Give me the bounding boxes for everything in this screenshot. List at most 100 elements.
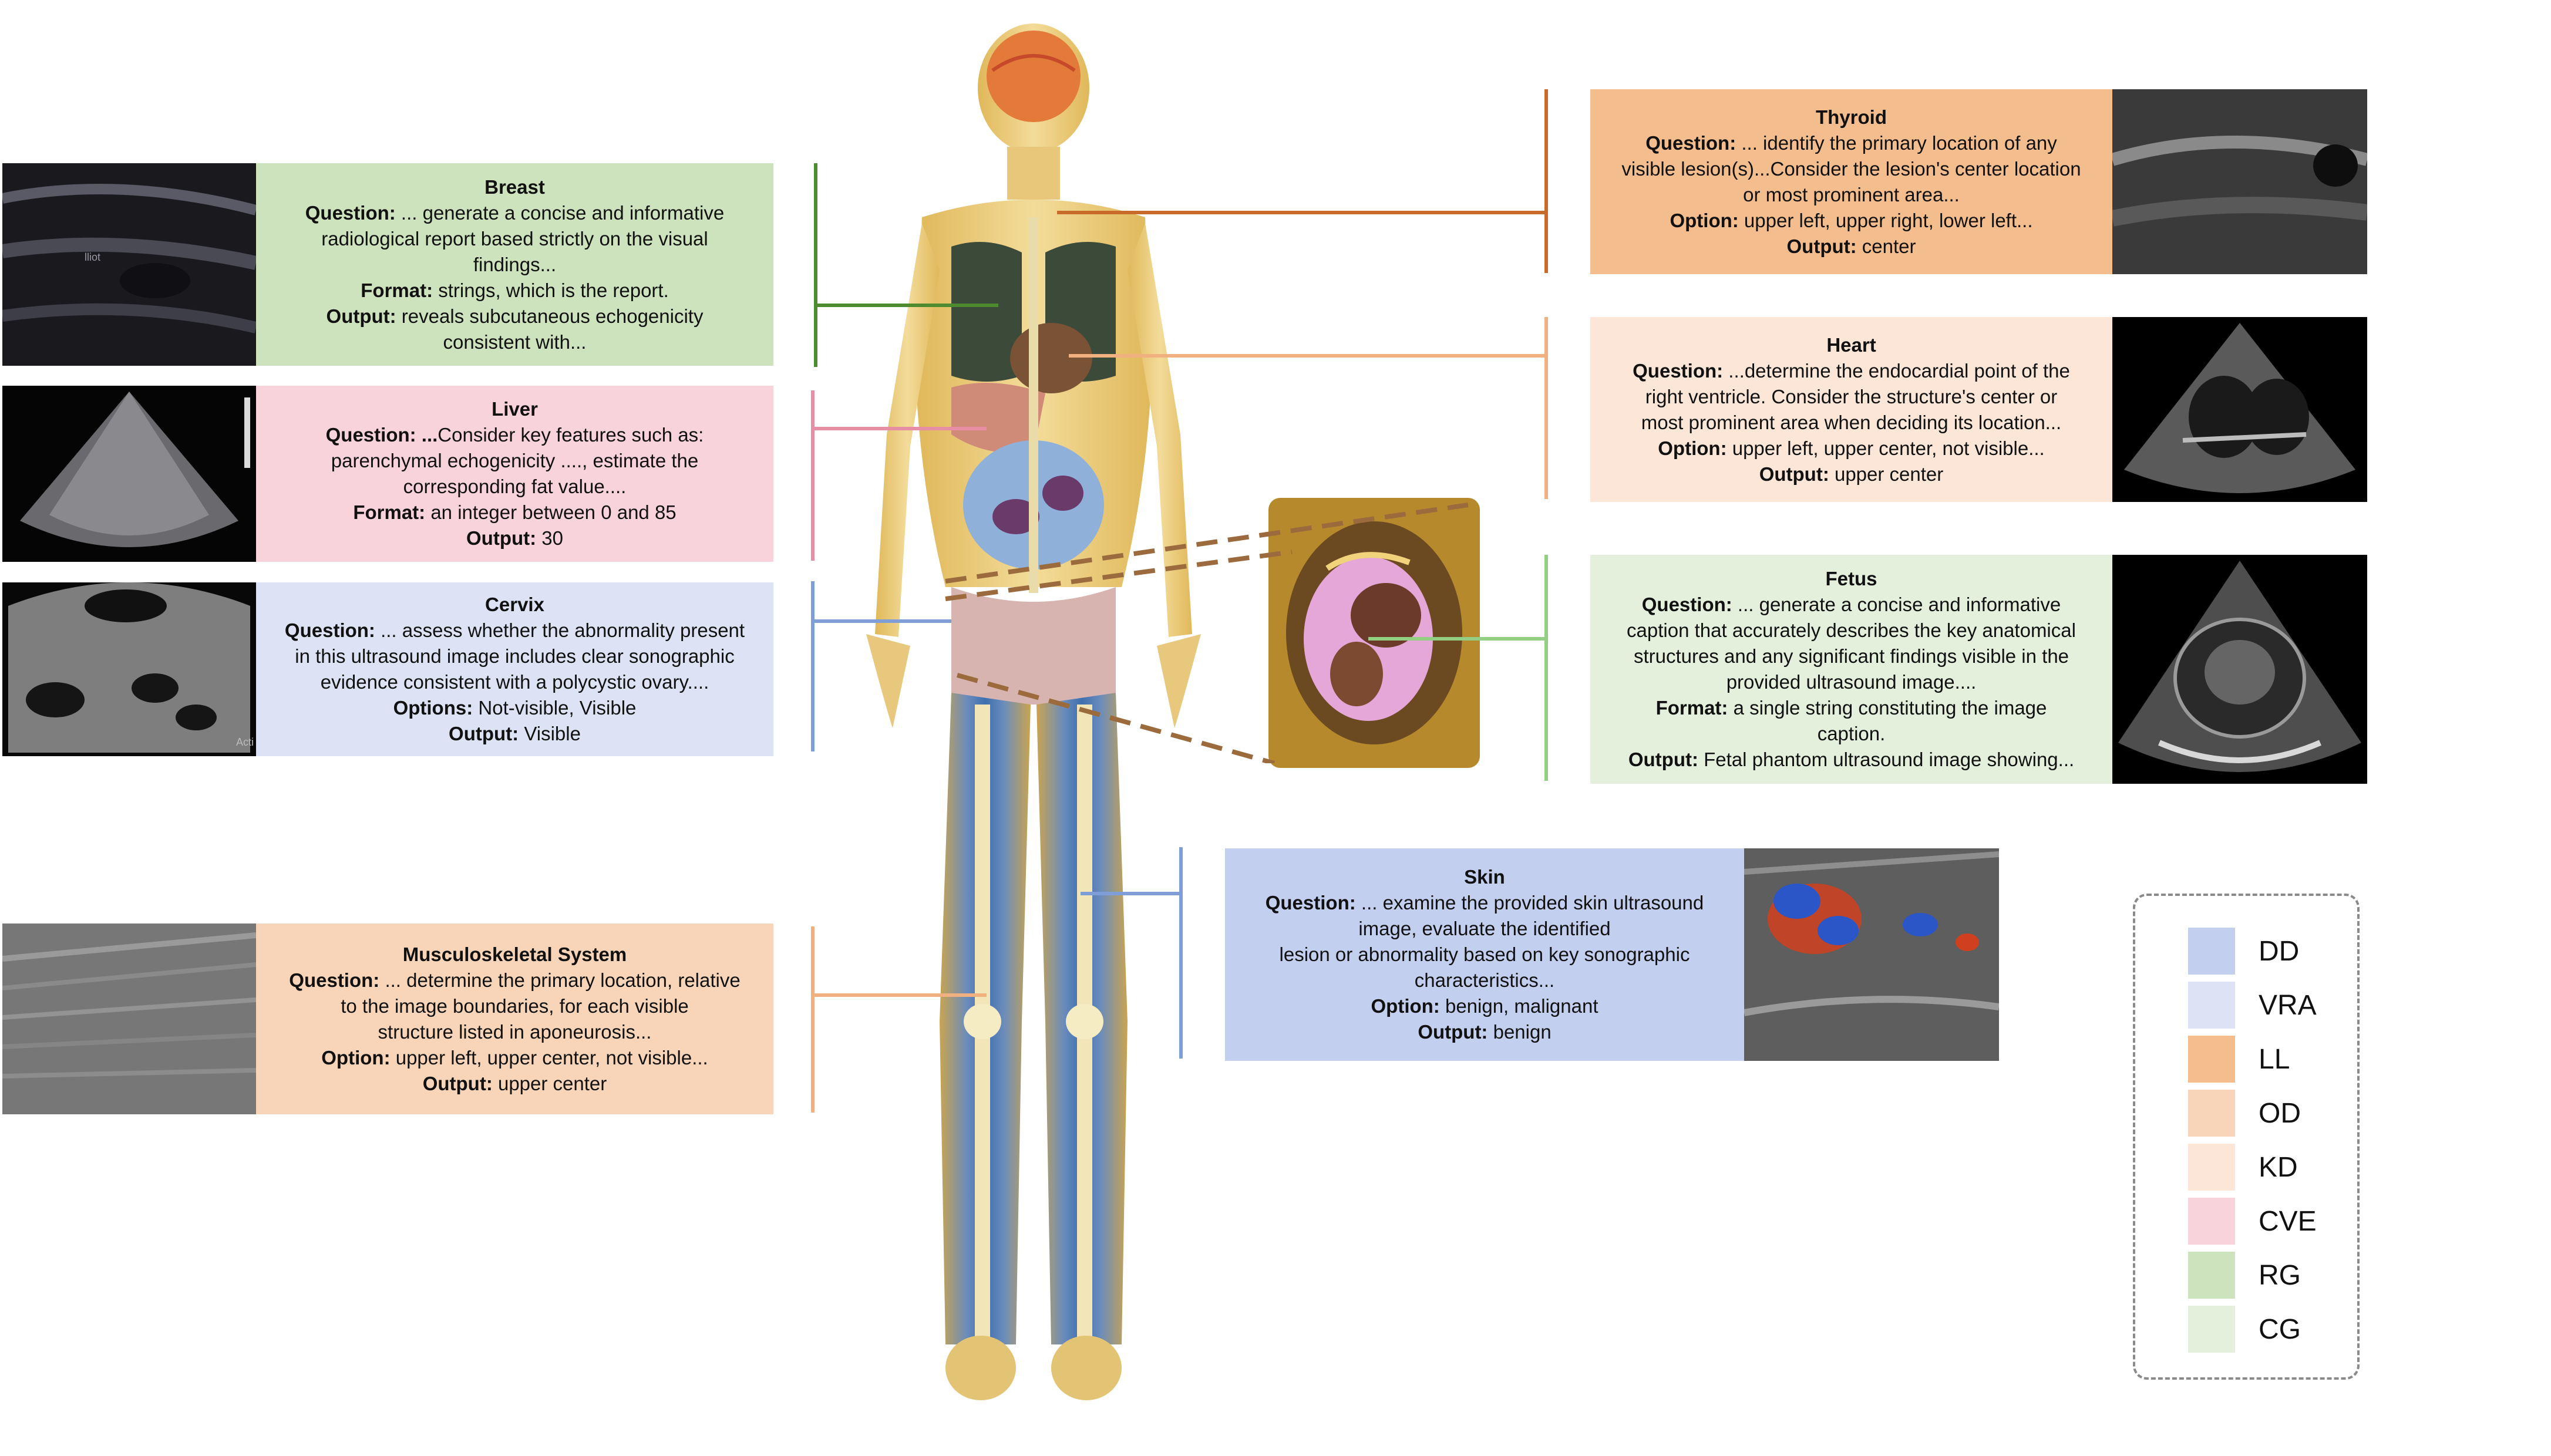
fetus-card-line: Question: ... generate a concise and inf… [1642,592,2061,618]
breast-card-title: Breast [484,176,545,198]
fetus-card-line: caption. [1818,721,1886,747]
breast-card-text: ... generate a concise and informative [395,201,725,224]
skin-card-line: image, evaluate the identified [1358,916,1610,942]
cervix-ultrasound-label: Acti [236,736,254,748]
liver-card-text: corresponding fat value.... [403,476,627,497]
heart-card-line: Option: upper left, upper center, not vi… [1658,436,2044,461]
legend-label: OD [2259,1097,2301,1129]
msk-ultrasound-image [2,924,256,1114]
legend-label: RG [2259,1259,2301,1291]
fetus-card-line: caption that accurately describes the ke… [1627,618,2076,643]
heart-card-key: Output: [1759,463,1829,485]
fetus-card-key: Question: [1641,594,1732,615]
skin-card-key: Option: [1371,995,1440,1017]
legend-item: CG [2188,1306,2301,1353]
skin-card-key: Question: [1265,892,1356,914]
legend-item: LL [2188,1036,2290,1083]
legend-swatch [2188,1144,2235,1191]
liver-card-line: parenchymal echogenicity ...., estimate … [331,448,699,474]
legend-item: DD [2188,928,2299,975]
thyroid-card-key: Option: [1670,209,1739,231]
thyroid-card-line: visible lesion(s)...Consider the lesion'… [1621,156,2081,182]
breast-card-line: Format: strings, which is the report. [361,278,669,304]
fetus-card-text: provided ultrasound image.... [1726,671,1977,693]
liver-card-text: an integer between 0 and 85 [425,501,677,523]
breast-card-text: reveals subcutaneous echogenicity [396,305,704,327]
fetus-card-text: caption that accurately describes the ke… [1627,619,2076,641]
heart-card-line: right ventricle. Consider the structure'… [1645,384,2057,410]
breast-card-line: findings... [473,252,556,278]
cervix-card-text: ... assess whether the abnormality prese… [375,619,745,641]
fetus-card-line: provided ultrasound image.... [1727,669,1977,695]
skin-card-line: Option: benign, malignant [1371,993,1598,1019]
thyroid-card-line: Output: center [1787,234,1916,259]
liver-card-key: Question: ... [325,424,438,446]
legend-swatch [2188,1090,2235,1137]
fetus-card-line: Format: a single string constituting the… [1656,695,2047,721]
skin-card-text: lesion or abnormality based on key sonog… [1279,943,1690,965]
liver-card-title: Liver [492,398,538,420]
thyroid-card-key: Output: [1786,235,1857,257]
legend-swatch [2188,1036,2235,1083]
thyroid-card-key: Question: [1645,132,1736,154]
breast-card-key: Question: [305,201,396,224]
heart-card-text: upper center [1829,463,1944,485]
msk-card-text: ... determine the primary location, rela… [379,969,741,991]
liver-card-key: Format: [353,501,426,523]
thyroid-card-text: ... identify the primary location of any [1736,132,2057,154]
heart-card-key: Option: [1658,437,1727,459]
breast-card-line: Question: ... generate a concise and inf… [305,200,725,226]
cervix-card-key: Output: [449,723,519,744]
thyroid-ultrasound-image [2112,89,2367,274]
legend-swatch [2188,928,2235,975]
heart-card-line: Question: ...determine the endocardial p… [1633,358,2070,384]
heart-card-text: upper left, upper center, not visible... [1727,437,2045,459]
skin-card-line: Question: ... examine the provided skin … [1266,890,1704,916]
legend-swatch [2188,1198,2235,1245]
cervix-card-key: Options: [393,697,473,719]
cervix-card-title: Cervix [485,594,544,615]
fetus-card-text: a single string constituting the image [1728,697,2047,719]
fetal-dashed-connectors [940,493,1486,766]
thyroid-card-text: or most prominent area... [1743,183,1960,205]
skin-card-line: lesion or abnormality based on key sonog… [1280,942,1690,968]
skin-card-text: ... examine the provided skin ultrasound [1355,892,1704,914]
cervix-card-text: Visible [519,723,581,744]
legend-label: KD [2259,1151,2298,1183]
msk-card-title: Musculoskeletal System [402,943,627,965]
cervix-card-line: Output: Visible [449,721,581,747]
heart-card-text: most prominent area when deciding its lo… [1641,411,2062,433]
legend-item: KD [2188,1144,2298,1191]
msk-card-line: Question: ... determine the primary loca… [289,968,740,993]
liver-card-text: 30 [536,527,563,549]
msk-card-line: structure listed in aponeurosis... [378,1019,652,1045]
legend-label: CG [2259,1313,2301,1345]
cervix-card-text: evidence consistent with a polycystic ov… [320,671,709,693]
msk-card-line: Output: upper center [423,1071,607,1097]
liver-card-line: Output: 30 [466,525,563,551]
skin-card-text: benign, malignant [1439,995,1598,1017]
thyroid-card-text: upper left, upper right, lower left... [1738,209,2033,231]
legend-item: OD [2188,1090,2301,1137]
cervix-card-key: Question: [284,619,375,641]
legend-swatch [2188,1252,2235,1299]
liver-card-key: Output: [466,527,537,549]
legend-item: VRA [2188,982,2317,1029]
msk-card-key: Option: [321,1046,391,1069]
fetus-card-title: Fetus [1825,568,1877,589]
heart-card-text: ...determine the endocardial point of th… [1723,359,2070,382]
msk-card-key: Output: [422,1072,493,1094]
heart-card-line: most prominent area when deciding its lo… [1641,410,2061,436]
skin-ultrasound-image [1744,848,1999,1061]
msk-card-line: to the image boundaries, for each visibl… [341,993,689,1019]
cervix-card-text: Not-visible, Visible [473,697,637,719]
cervix-card-line: Options: Not-visible, Visible [393,695,637,721]
liver-card-line: corresponding fat value.... [403,474,627,500]
breast-ultrasound-label: lliot [85,251,101,263]
breast-ultrasound-image: lliot [2,163,256,366]
